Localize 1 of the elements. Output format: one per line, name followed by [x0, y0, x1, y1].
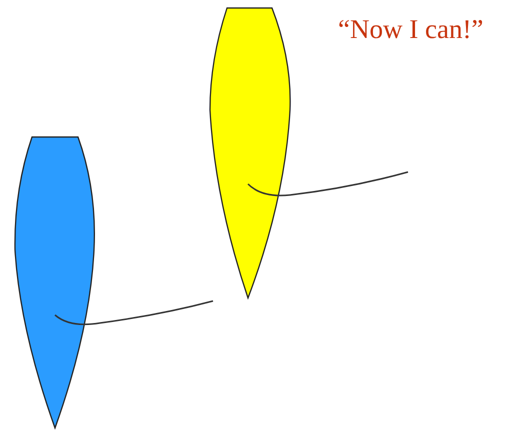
speech-text: “Now I can!” — [338, 14, 484, 45]
